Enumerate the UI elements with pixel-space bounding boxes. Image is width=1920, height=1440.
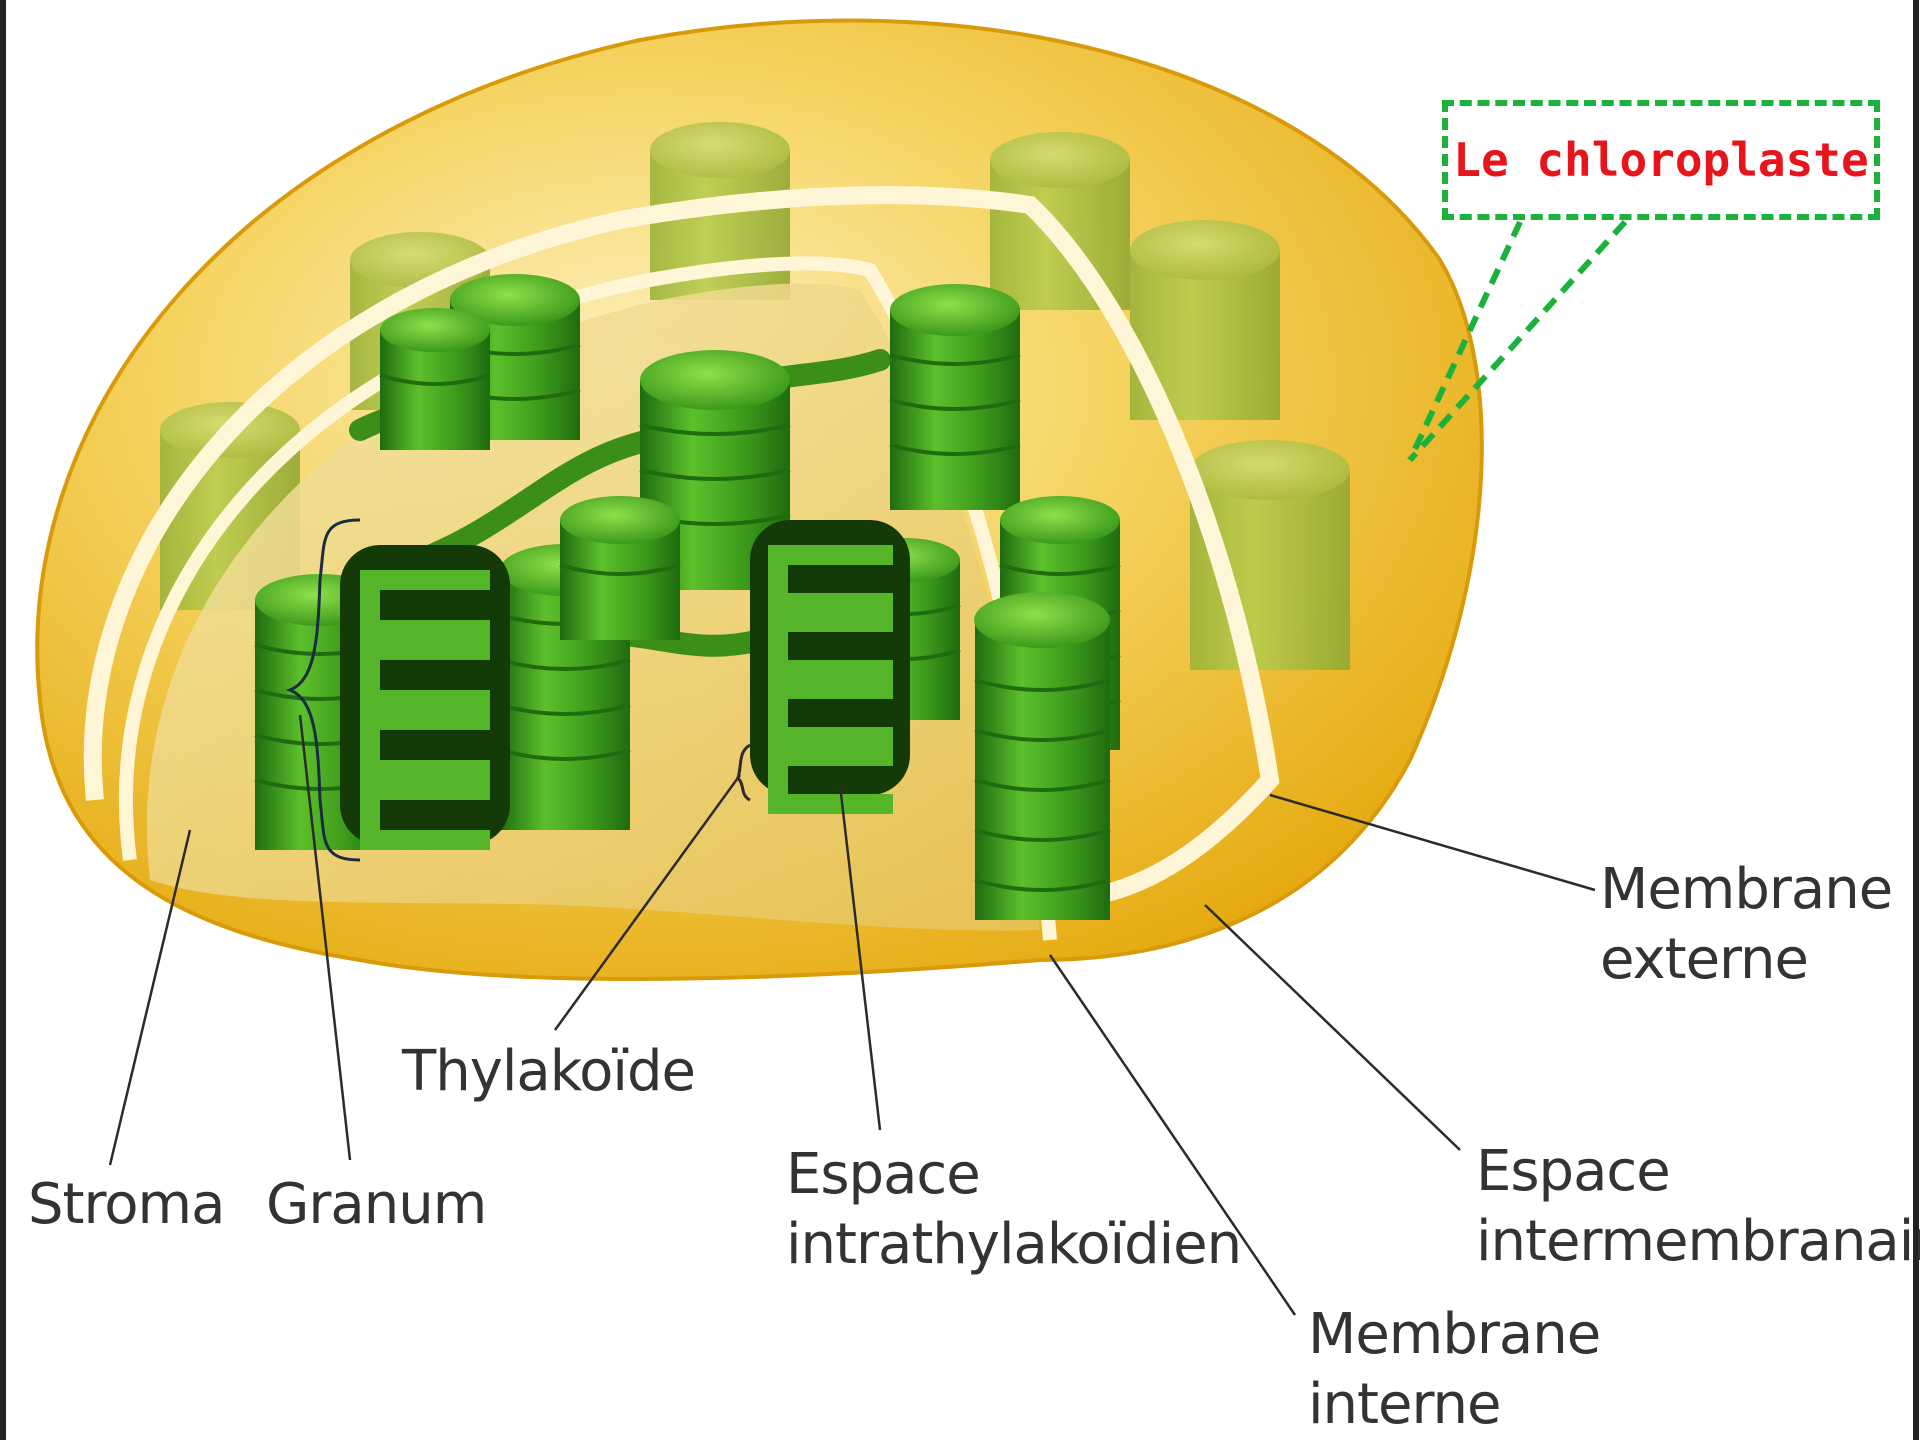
label-thylakoide: Thylakoïde	[402, 1037, 695, 1107]
label-granum: Granum	[266, 1170, 486, 1240]
label-espace-intrathylakoidien: Espace intrathylakoïdien	[786, 1140, 1241, 1280]
granum-stack	[380, 308, 490, 450]
label-espace-intermembranaire: Espace intermembranaire	[1476, 1137, 1920, 1277]
label-stroma: Stroma	[28, 1170, 224, 1240]
granum-stack	[560, 496, 680, 640]
foreground-granum	[974, 592, 1110, 920]
title-callout: Le chloroplaste	[1442, 100, 1880, 220]
label-membrane-externe: Membrane externe	[1600, 855, 1892, 995]
diagram-title: Le chloroplaste	[1453, 133, 1868, 187]
label-membrane-interne: Membrane interne	[1308, 1300, 1600, 1440]
leader-espace-intermembranaire	[1205, 905, 1460, 1150]
granum-stack	[890, 284, 1020, 510]
granum-cross-section-right	[750, 520, 910, 814]
granum-cross-section-left	[340, 545, 510, 850]
